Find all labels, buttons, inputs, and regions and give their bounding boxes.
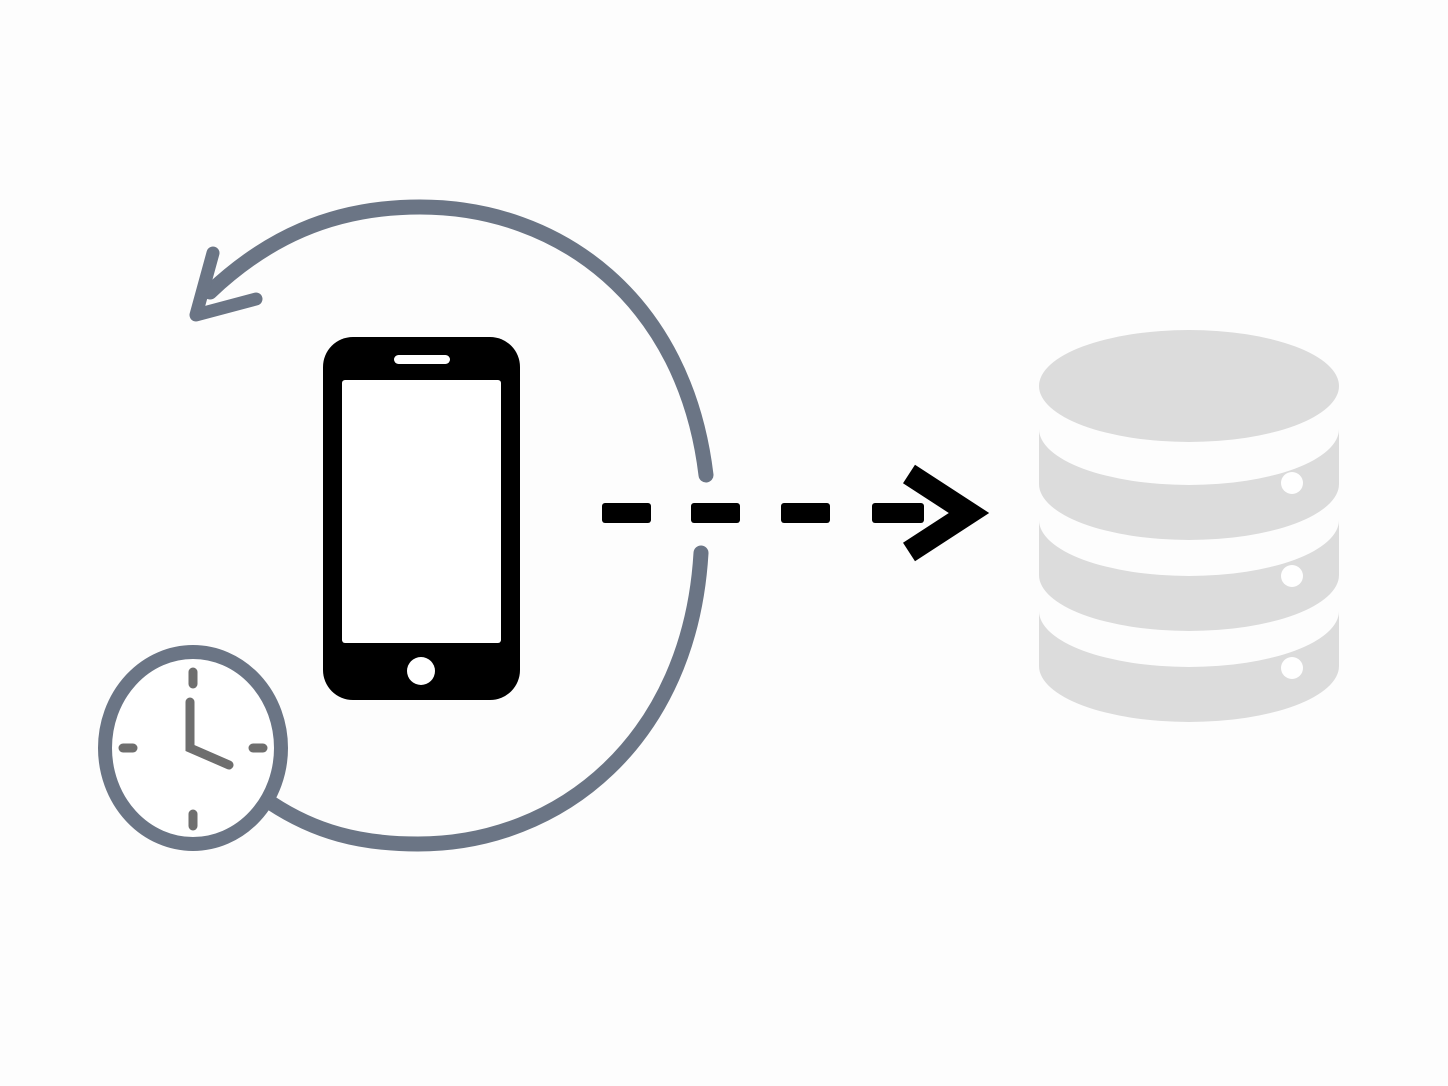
smartphone-icon <box>323 337 520 700</box>
phone-speaker <box>394 355 450 364</box>
arrow-dash <box>691 503 740 523</box>
cycle-arc-upper <box>202 199 714 483</box>
phone-home-button <box>407 657 435 685</box>
cycle-arc-lower <box>263 545 709 852</box>
clock-ticks <box>118 667 268 831</box>
sync-cycle <box>189 199 714 852</box>
clock-icon <box>98 645 288 851</box>
database-tier-middle <box>1039 520 1339 631</box>
database-indicator-dot <box>1281 657 1303 679</box>
database-indicator-dot <box>1281 565 1303 587</box>
database-icon <box>1039 330 1339 722</box>
cycle-arrowhead-icon <box>189 246 263 322</box>
upload-arrow <box>602 464 990 562</box>
clock-hand-icon <box>185 697 234 770</box>
arrow-dash <box>872 503 924 523</box>
clock-hands <box>185 697 234 770</box>
arrow-dash <box>781 503 830 523</box>
arrow-dash <box>602 503 651 523</box>
database-lid <box>1039 330 1339 442</box>
database-tier-top <box>1039 429 1339 540</box>
database-tier-bottom <box>1039 611 1339 722</box>
database-indicator-dot <box>1281 472 1303 494</box>
phone-screen <box>342 380 501 643</box>
arrow-head-icon <box>903 464 990 562</box>
arrow-dashes <box>602 503 924 523</box>
